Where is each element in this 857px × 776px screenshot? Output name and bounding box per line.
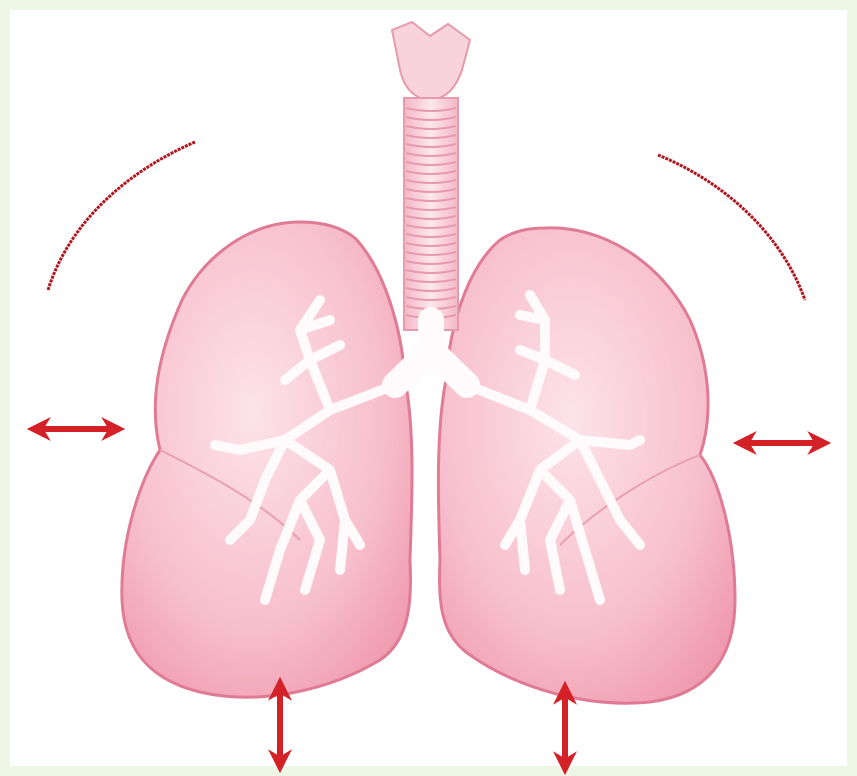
- left-lung: [122, 222, 412, 697]
- right-lung: [438, 228, 735, 703]
- larynx: [392, 22, 470, 100]
- right-expansion-arc: [658, 155, 805, 300]
- trachea: [404, 98, 458, 330]
- left-expansion-arc: [48, 142, 195, 290]
